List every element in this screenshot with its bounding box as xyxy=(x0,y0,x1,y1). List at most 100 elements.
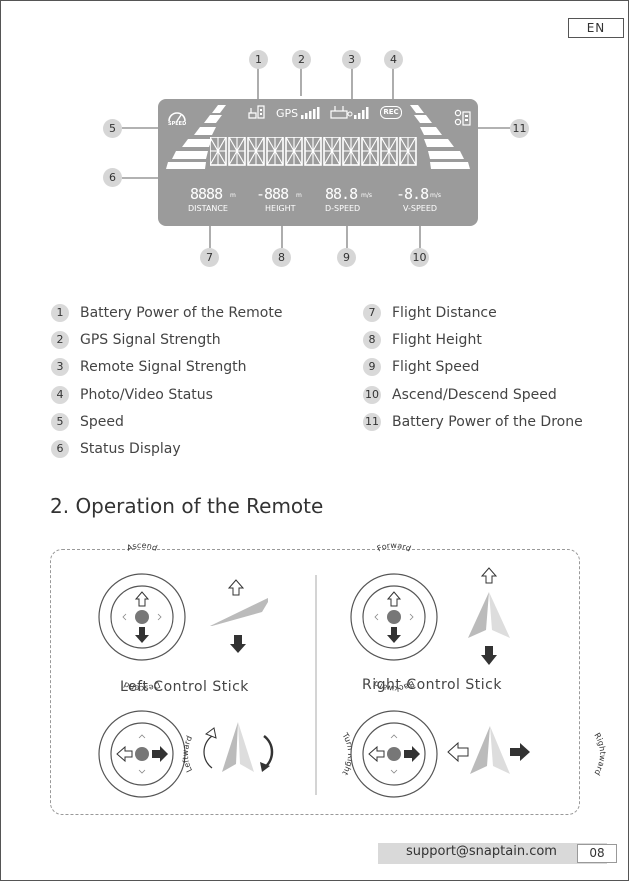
right-stick-vertical: Forward Backward xyxy=(350,541,438,693)
legend-text: Status Display xyxy=(80,441,181,458)
up-arrow-icon xyxy=(480,567,498,584)
remote-battery-icon xyxy=(248,105,265,119)
callout-4: 4 xyxy=(384,50,403,69)
left-stick-label: Left Control Stick xyxy=(120,679,249,695)
legend-text: Photo/Video Status xyxy=(80,386,213,403)
language-tab: EN xyxy=(568,18,624,38)
legend-item: 6 Status Display xyxy=(51,435,282,462)
distance-digits: 8888 xyxy=(190,185,223,203)
gps-label: GPS xyxy=(276,107,299,120)
stick-diagrams: Ascend Descend Turn Left Turn Right Forw… xyxy=(98,541,607,798)
ascend-label: Ascend xyxy=(125,541,158,553)
descend-label: Descend xyxy=(122,680,161,693)
lcd-display: SPEED xyxy=(158,99,478,226)
legend-text: Flight Distance xyxy=(392,304,497,321)
distance-label: DISTANCE xyxy=(188,204,228,213)
right-arrow-icon xyxy=(510,743,530,761)
vspeed-label: V-SPEED xyxy=(403,204,438,213)
rightward-label: Rightward xyxy=(592,731,607,776)
speed-label: SPEED xyxy=(168,121,187,127)
legend-text: Flight Height xyxy=(392,331,482,348)
height-digits: -888 xyxy=(256,185,289,203)
callout-7: 7 xyxy=(200,248,219,267)
left-arrow-icon xyxy=(447,741,469,763)
dspeed-digits: 88.8 xyxy=(325,185,358,203)
distance-unit: m xyxy=(230,192,236,199)
callout-5: 5 xyxy=(103,119,122,138)
dspeed-unit: m/s xyxy=(361,192,372,199)
down-arrow-icon xyxy=(230,635,246,653)
legend-item: 3 Remote Signal Strength xyxy=(51,354,282,381)
callout-1: 1 xyxy=(249,50,268,69)
callout-9: 9 xyxy=(337,248,356,267)
legend-text: GPS Signal Strength xyxy=(80,331,221,348)
callout-11: 11 xyxy=(510,119,529,138)
legend-num: 4 xyxy=(51,385,69,404)
legend-item: 9 Flight Speed xyxy=(363,354,583,381)
left-stick-horizontal: Turn Left Turn Right xyxy=(98,710,355,798)
dspeed-label: D-SPEED xyxy=(325,204,361,213)
vspeed-unit: m/s xyxy=(430,192,441,199)
callout-6: 6 xyxy=(103,168,122,187)
callout-2: 2 xyxy=(292,50,311,69)
gps-signal-icon xyxy=(301,107,320,119)
right-stick-label: Right Control Stick xyxy=(362,677,502,693)
plane-top-icon xyxy=(468,592,489,638)
status-display-segments xyxy=(210,137,417,166)
legend-text: Battery Power of the Remote xyxy=(80,304,283,321)
rotate-left-icon xyxy=(203,735,213,769)
footer-bar: support@snaptain.com 08 xyxy=(378,843,617,864)
legend-item: 5 Speed xyxy=(51,408,282,435)
plane-top-icon xyxy=(222,722,238,772)
plane-side-icon xyxy=(210,598,268,626)
drone-battery-bars xyxy=(410,105,470,169)
legend-num: 1 xyxy=(51,303,69,322)
rec-status-icon: REC xyxy=(380,106,402,119)
legend-num: 6 xyxy=(51,440,69,459)
up-arrow-icon xyxy=(227,579,245,596)
drone-battery-icon xyxy=(454,109,471,126)
legend-num: 10 xyxy=(363,385,381,404)
section-title: 2. Operation of the Remote xyxy=(50,494,324,518)
legend-num: 9 xyxy=(363,358,381,377)
leftward-label: Leftward xyxy=(181,734,194,773)
legend-num: 2 xyxy=(51,330,69,349)
left-stick-vertical: Ascend Descend xyxy=(98,541,186,693)
speedometer-icon xyxy=(168,112,186,122)
legend-num: 11 xyxy=(363,412,381,431)
legend-left: 1 Battery Power of the Remote 2 GPS Signal… xyxy=(51,299,282,463)
page-number: 08 xyxy=(577,844,617,863)
height-label: HEIGHT xyxy=(265,204,296,213)
legend-text: Remote Signal Strength xyxy=(80,359,247,376)
backward-label: Backward xyxy=(372,679,416,693)
legend-right: 7 Flight Distance 8 Flight Height 9 Flight … xyxy=(363,299,583,435)
rotate-right-icon xyxy=(263,735,274,769)
legend-item: 2 GPS Signal Strength xyxy=(51,326,282,353)
legend-num: 3 xyxy=(51,358,69,377)
vspeed-digits: -8.8 xyxy=(396,185,429,203)
legend-text: Battery Power of the Drone xyxy=(392,413,583,430)
support-email: support@snaptain.com xyxy=(406,844,557,859)
legend-num: 8 xyxy=(363,330,381,349)
plane-top-icon xyxy=(470,726,490,774)
legend-text: Flight Speed xyxy=(392,359,480,376)
legend-item: 11 Battery Power of the Drone xyxy=(363,408,583,435)
legend-text: Speed xyxy=(80,413,124,430)
remote-signal-icon xyxy=(330,106,369,119)
legend-item: 1 Battery Power of the Remote xyxy=(51,299,282,326)
callout-3: 3 xyxy=(342,50,361,69)
down-arrow-icon xyxy=(481,646,497,665)
legend-num: 5 xyxy=(51,412,69,431)
right-stick-horizontal: Leftward Rightward xyxy=(181,710,607,798)
callout-8: 8 xyxy=(272,248,291,267)
height-unit: m xyxy=(296,192,302,199)
legend-item: 8 Flight Height xyxy=(363,326,583,353)
legend-item: 4 Photo/Video Status xyxy=(51,381,282,408)
speed-bars xyxy=(166,105,226,169)
callout-10: 10 xyxy=(410,248,429,267)
legend-num: 7 xyxy=(363,303,381,322)
operation-panel xyxy=(50,549,580,815)
legend-item: 7 Flight Distance xyxy=(363,299,583,326)
